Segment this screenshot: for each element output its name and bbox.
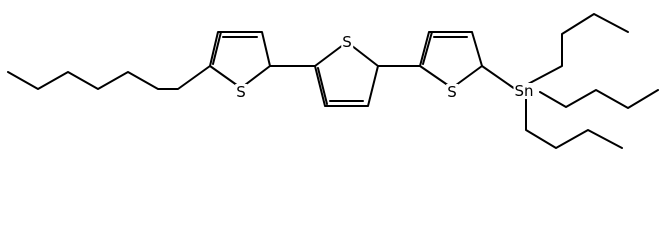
ring-tin-bond (481, 65, 516, 90)
butyl-chain-upper (527, 13, 629, 85)
sulfur-atom-label-2: S (341, 33, 353, 51)
sulfur-atom-label-3: S (446, 83, 458, 101)
butyl-chain-lower (525, 97, 623, 149)
structure-diagram: S S S Sn (7, 13, 659, 149)
thiophene-ring-2 (314, 41, 379, 107)
thiophene-ring-1 (209, 31, 271, 89)
bond-drawing (7, 13, 659, 149)
tin-atom-label: Sn (513, 82, 535, 100)
thiophene-ring-3 (419, 31, 483, 89)
butyl-chain-middle (539, 89, 659, 109)
hexyl-chain (7, 65, 211, 90)
sulfur-atom-label-1: S (235, 83, 247, 101)
